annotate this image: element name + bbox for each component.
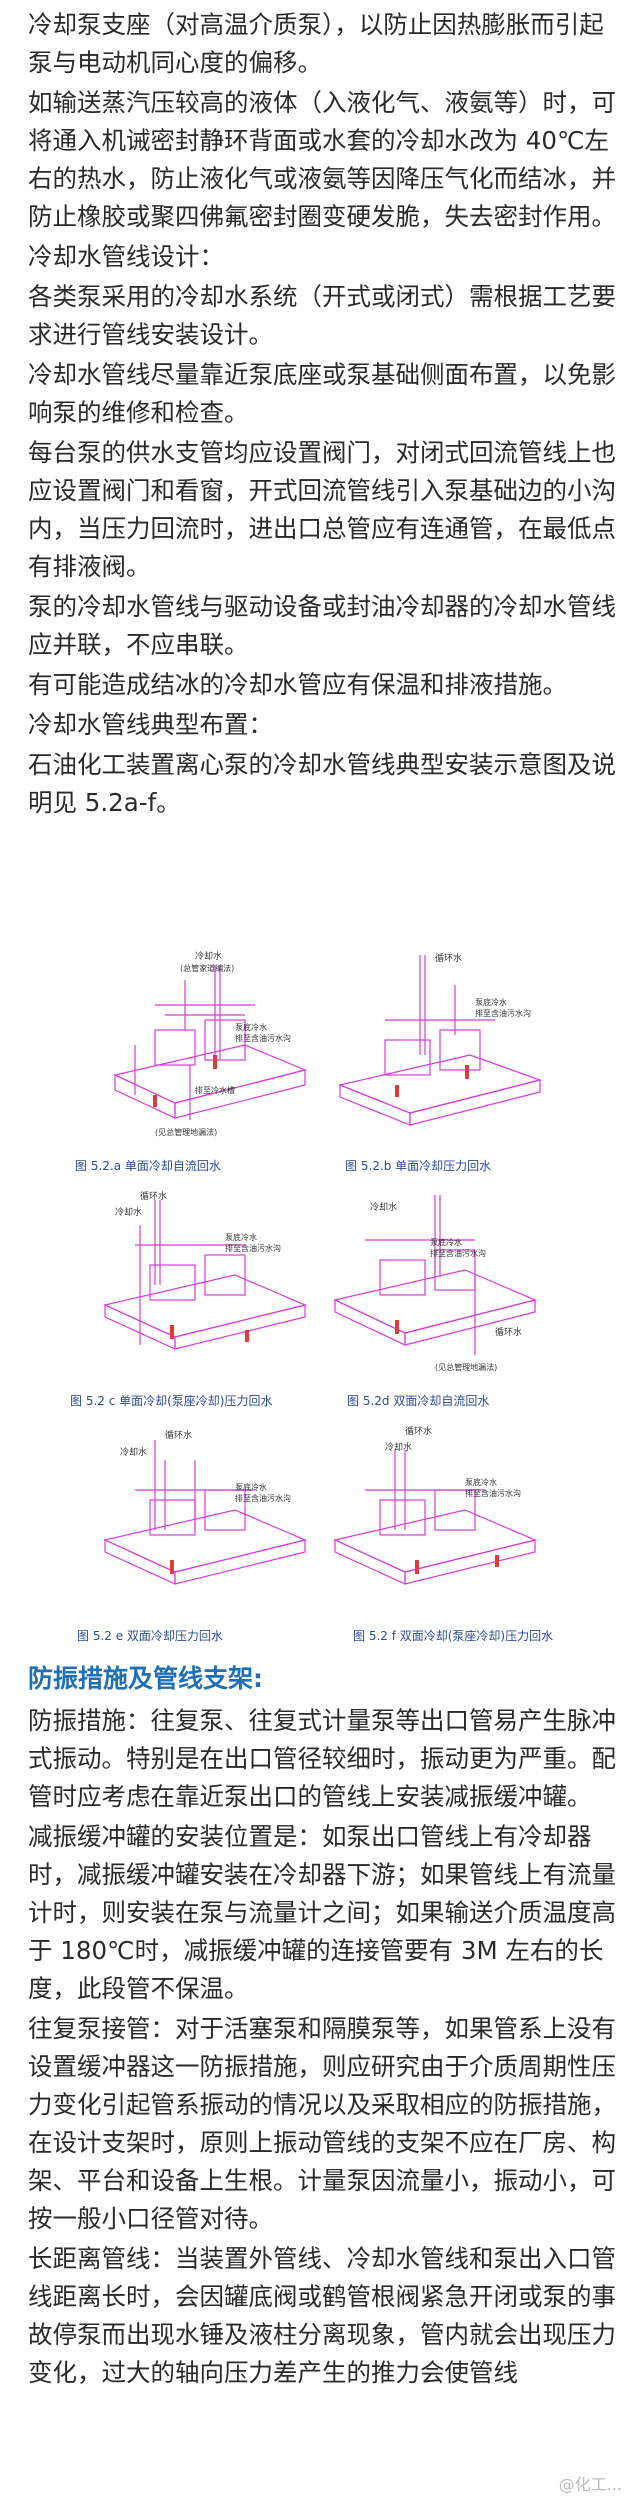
paragraph: 石油化工装置离心泵的冷却水管线典型安装示意图及说明见 5.2a-f。 [28,750,616,817]
diagram-label: 排至含油污水沟 [475,1008,531,1018]
diagram-label: 冷却水 [385,1441,412,1453]
paragraph: 各类泵采用的冷却水系统（开式或闭式）需根据工艺要求进行管线安装设计。 [28,282,616,349]
diagram-label: 冷却水 [120,1446,147,1458]
paragraph: 冷却水管线尽量靠近泵底座或泵基础侧面布置，以免影响泵的维修和检查。 [28,360,616,427]
text-block-bottom: 防振措施：往复泵、往复式计量泵等出口管易产生脉冲式振动。特别是在出口管径较细时，… [28,1702,618,2392]
pump-diagram-f: 循环水 冷却水 泵底冷水 排至含油污水沟 [333,1425,537,1585]
paragraph: 泵的冷却水管线与驱动设备或封油冷却器的冷却水管线应并联，不应串联。 [28,592,616,659]
diagram-label: 冷却水 [370,1201,397,1213]
paragraph: 冷却水管线典型布置： [28,710,273,739]
paragraph: 长距离管线：当装置外管线、冷却水管线和泵出入口管线距离长时，会因罐底阀或鹤管根阀… [28,2244,616,2387]
diagram-label: 泵底冷水 [225,1232,257,1242]
paragraph: 冷却泵支座（对高温介质泵），以防止因热膨胀而引起泵与电动机同心度的偏移。 [28,10,604,77]
diagram-label: 排至含油污水沟 [225,1243,281,1253]
diagram-label: 冷却水 [195,950,222,962]
diagram-label: 循环水 [405,1425,432,1437]
diagram-label: (总管家道编法) [180,963,234,973]
diagram-label: 循环水 [435,952,462,964]
paragraph: 有可能造成结冰的冷却水管应有保温和排液措施。 [28,670,567,699]
paragraph: 如输送蒸汽压较高的液体（入液化气、液氨等）时，可将通入机诫密封静环背面或水套的冷… [28,88,616,231]
diagram-label: 泵底冷水 [235,1022,267,1032]
figure-caption: 图 5.2d 双面冷却自流回水 [347,1394,490,1408]
diagram-label: 排至含油污水沟 [235,1493,291,1503]
pump-diagram-d: 冷却水 泵底冷水 排至含油污水沟 循环水 (见总管理地漏法) [333,1195,537,1372]
figure-caption: 图 5.2.a 单面冷却自流回水 [75,1159,221,1173]
pump-diagram-b: 循环水 泵底冷水 排至含油污水沟 [337,952,543,1126]
diagram-label: (见总管理地漏法) [155,1127,217,1137]
diagram-label: 泵底冷水 [235,1482,267,1492]
pump-diagram-e: 循环水 冷却水 泵底冷水 排至含油污水沟 [103,1429,307,1585]
figure-caption: 图 5.2.b 单面冷却压力回水 [345,1159,492,1173]
diagram-label: 排至冷水槽 [195,1085,235,1095]
figure-caption: 图 5.2 c 单面冷却(泵座冷却)压力回水 [70,1394,273,1408]
diagram-label: 循环水 [495,1326,522,1338]
figure-caption: 图 5.2 e 双面冷却压力回水 [77,1629,223,1643]
paragraph: 减振缓冲罐的安装位置是：如泵出口管线上有冷却器时，减振缓冲罐安装在冷却器下游；如… [28,1822,616,2003]
diagram-label: 泵底冷水 [430,1237,462,1247]
pump-diagram-a: 冷却水 (总管家道编法) 泵底冷水 排至含油污水沟 排至冷水槽 (见总管理地漏法… [113,950,307,1137]
paragraph: 往复泵接管：对于活塞泵和隔膜泵等，如果管系上没有设置缓冲器这一防振措施，则应研究… [28,2014,616,2233]
section-heading: 防振措施及管线支架: [28,1664,263,1693]
paragraph: 每台泵的供水支管均应设置阀门，对闭式回流管线上也应设置阀门和看窗，开式回流管线引… [28,438,616,581]
paragraph: 冷却水管线设计： [28,242,224,271]
figure-caption: 图 5.2 f 双面冷却(泵座冷却)压力回水 [353,1629,554,1643]
watermark: @化工... [558,2475,622,2494]
figure-grid: 冷却水 (总管家道编法) 泵底冷水 排至含油污水沟 排至冷水槽 (见总管理地漏法… [70,945,554,1685]
diagram-label: (见总管理地漏法) [435,1362,497,1372]
diagram-label: 排至含油污水沟 [465,1488,521,1498]
text-block-top: 冷却泵支座（对高温介质泵），以防止因热膨胀而引起泵与电动机同心度的偏移。 如输送… [28,6,618,822]
paragraph: 防振措施：往复泵、往复式计量泵等出口管易产生脉冲式振动。特别是在出口管径较细时，… [28,1706,616,1811]
diagram-label: 排至含油污水沟 [235,1033,291,1043]
diagram-label: 冷却水 [115,1206,142,1218]
diagram-label: 排至含油污水沟 [430,1248,486,1258]
pump-diagram-c: 循环水 冷却水 泵底冷水 排至含油污水沟 [103,1190,307,1350]
diagram-label: 泵底冷水 [475,997,507,1007]
diagram-label: 循环水 [165,1429,192,1441]
diagram-label: 循环水 [140,1190,167,1202]
diagram-label: 泵底冷水 [465,1477,497,1487]
